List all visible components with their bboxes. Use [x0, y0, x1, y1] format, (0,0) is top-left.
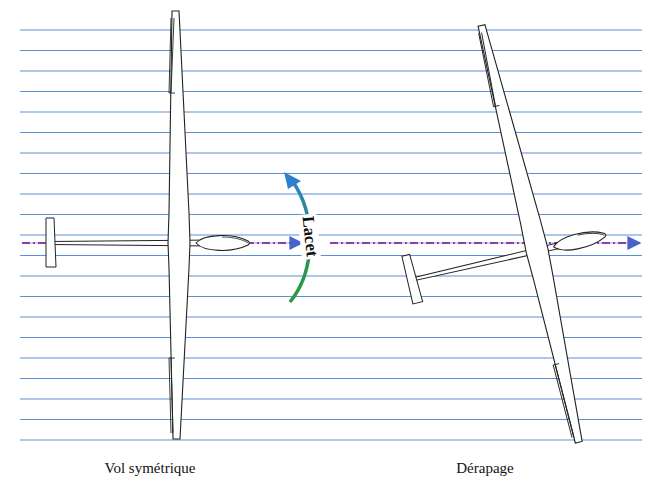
yaw-arrowhead — [284, 172, 301, 189]
glider-symmetric — [46, 11, 250, 439]
yaw-label: Lacet — [297, 213, 320, 259]
caption-label: Dérapage — [454, 460, 515, 477]
caption-label: Vol symétrique — [103, 460, 198, 477]
airflow-lines — [20, 30, 642, 440]
glider-sideslip — [355, 9, 650, 472]
